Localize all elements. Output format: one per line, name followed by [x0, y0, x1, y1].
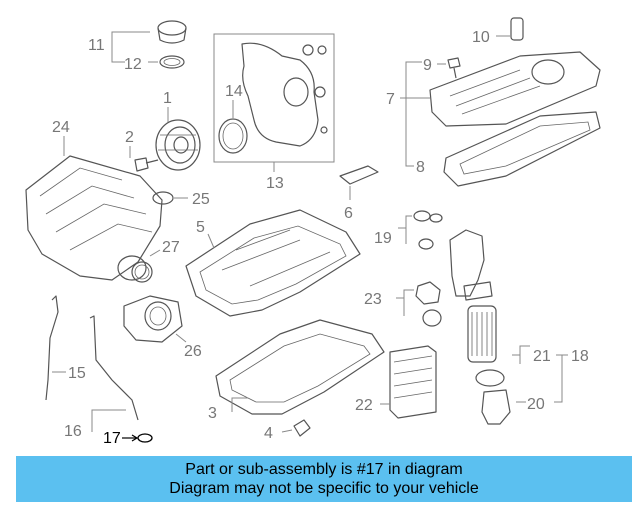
banner-line-1: Part or sub-assembly is #17 in diagram — [185, 461, 463, 478]
callout-5[interactable]: 5 — [196, 219, 205, 236]
callout-16[interactable]: 16 — [64, 423, 82, 440]
callout-14[interactable]: 14 — [225, 83, 243, 100]
baffle-plate — [339, 165, 379, 185]
pulley-bolt — [134, 157, 159, 172]
callout-27[interactable]: 27 — [162, 239, 180, 256]
valve-cover-gasket — [443, 111, 601, 187]
callout-9[interactable]: 9 — [423, 57, 432, 74]
parts-diagram: 11 12 1 2 14 13 6 10 — [25, 17, 601, 447]
callout-15[interactable]: 15 — [68, 365, 86, 382]
callout-19[interactable]: 19 — [374, 230, 392, 247]
drain-plug — [293, 419, 311, 437]
lower-oil-pan — [215, 319, 385, 415]
bolt-part-9 — [447, 57, 461, 79]
crank-pulley — [155, 119, 201, 171]
callout-21[interactable]: 21 — [533, 348, 551, 365]
dipstick-seal-17 — [122, 433, 153, 443]
callout-24[interactable]: 24 — [52, 119, 70, 136]
callout-6[interactable]: 6 — [344, 205, 353, 222]
info-banner: Part or sub-assembly is #17 in diagram D… — [16, 456, 632, 502]
callout-22[interactable]: 22 — [355, 397, 373, 414]
housing-part-23 — [415, 281, 442, 327]
callout-25[interactable]: 25 — [192, 191, 210, 208]
callout-3[interactable]: 3 — [208, 405, 217, 422]
throttle-body — [123, 295, 183, 343]
callout-1[interactable]: 1 — [163, 90, 172, 107]
callout-4[interactable]: 4 — [264, 425, 273, 442]
callout-7[interactable]: 7 — [386, 91, 395, 108]
oil-cooler — [389, 345, 437, 419]
filter-cap — [475, 369, 511, 425]
callout-8[interactable]: 8 — [416, 159, 425, 176]
dipstick — [45, 295, 59, 401]
callout-2[interactable]: 2 — [125, 129, 134, 146]
oil-filler-cap — [157, 20, 187, 69]
callout-20[interactable]: 20 — [527, 396, 545, 413]
callout-11[interactable]: 11 — [88, 37, 105, 54]
callout-23[interactable]: 23 — [364, 291, 382, 308]
sensor-part-10 — [510, 17, 524, 41]
valve-cover — [429, 51, 601, 127]
callout-17[interactable]: 17 — [103, 430, 121, 447]
seal-set-19 — [413, 210, 443, 250]
gasket-part-27 — [131, 261, 153, 283]
callout-26[interactable]: 26 — [184, 343, 202, 360]
banner-line-2: Diagram may not be specific to your vehi… — [169, 480, 479, 497]
callout-12[interactable]: 12 — [124, 56, 142, 73]
callout-13[interactable]: 13 — [266, 175, 284, 192]
oil-filter-element — [467, 305, 497, 363]
callout-10[interactable]: 10 — [472, 29, 490, 46]
timing-cover — [218, 42, 328, 154]
oil-filter-housing — [449, 229, 493, 301]
intake-manifold — [25, 155, 163, 281]
gasket-part-25 — [152, 191, 174, 205]
callout-18[interactable]: 18 — [571, 348, 589, 365]
upper-oil-pan — [185, 209, 361, 317]
dipstick-tube — [89, 315, 139, 421]
